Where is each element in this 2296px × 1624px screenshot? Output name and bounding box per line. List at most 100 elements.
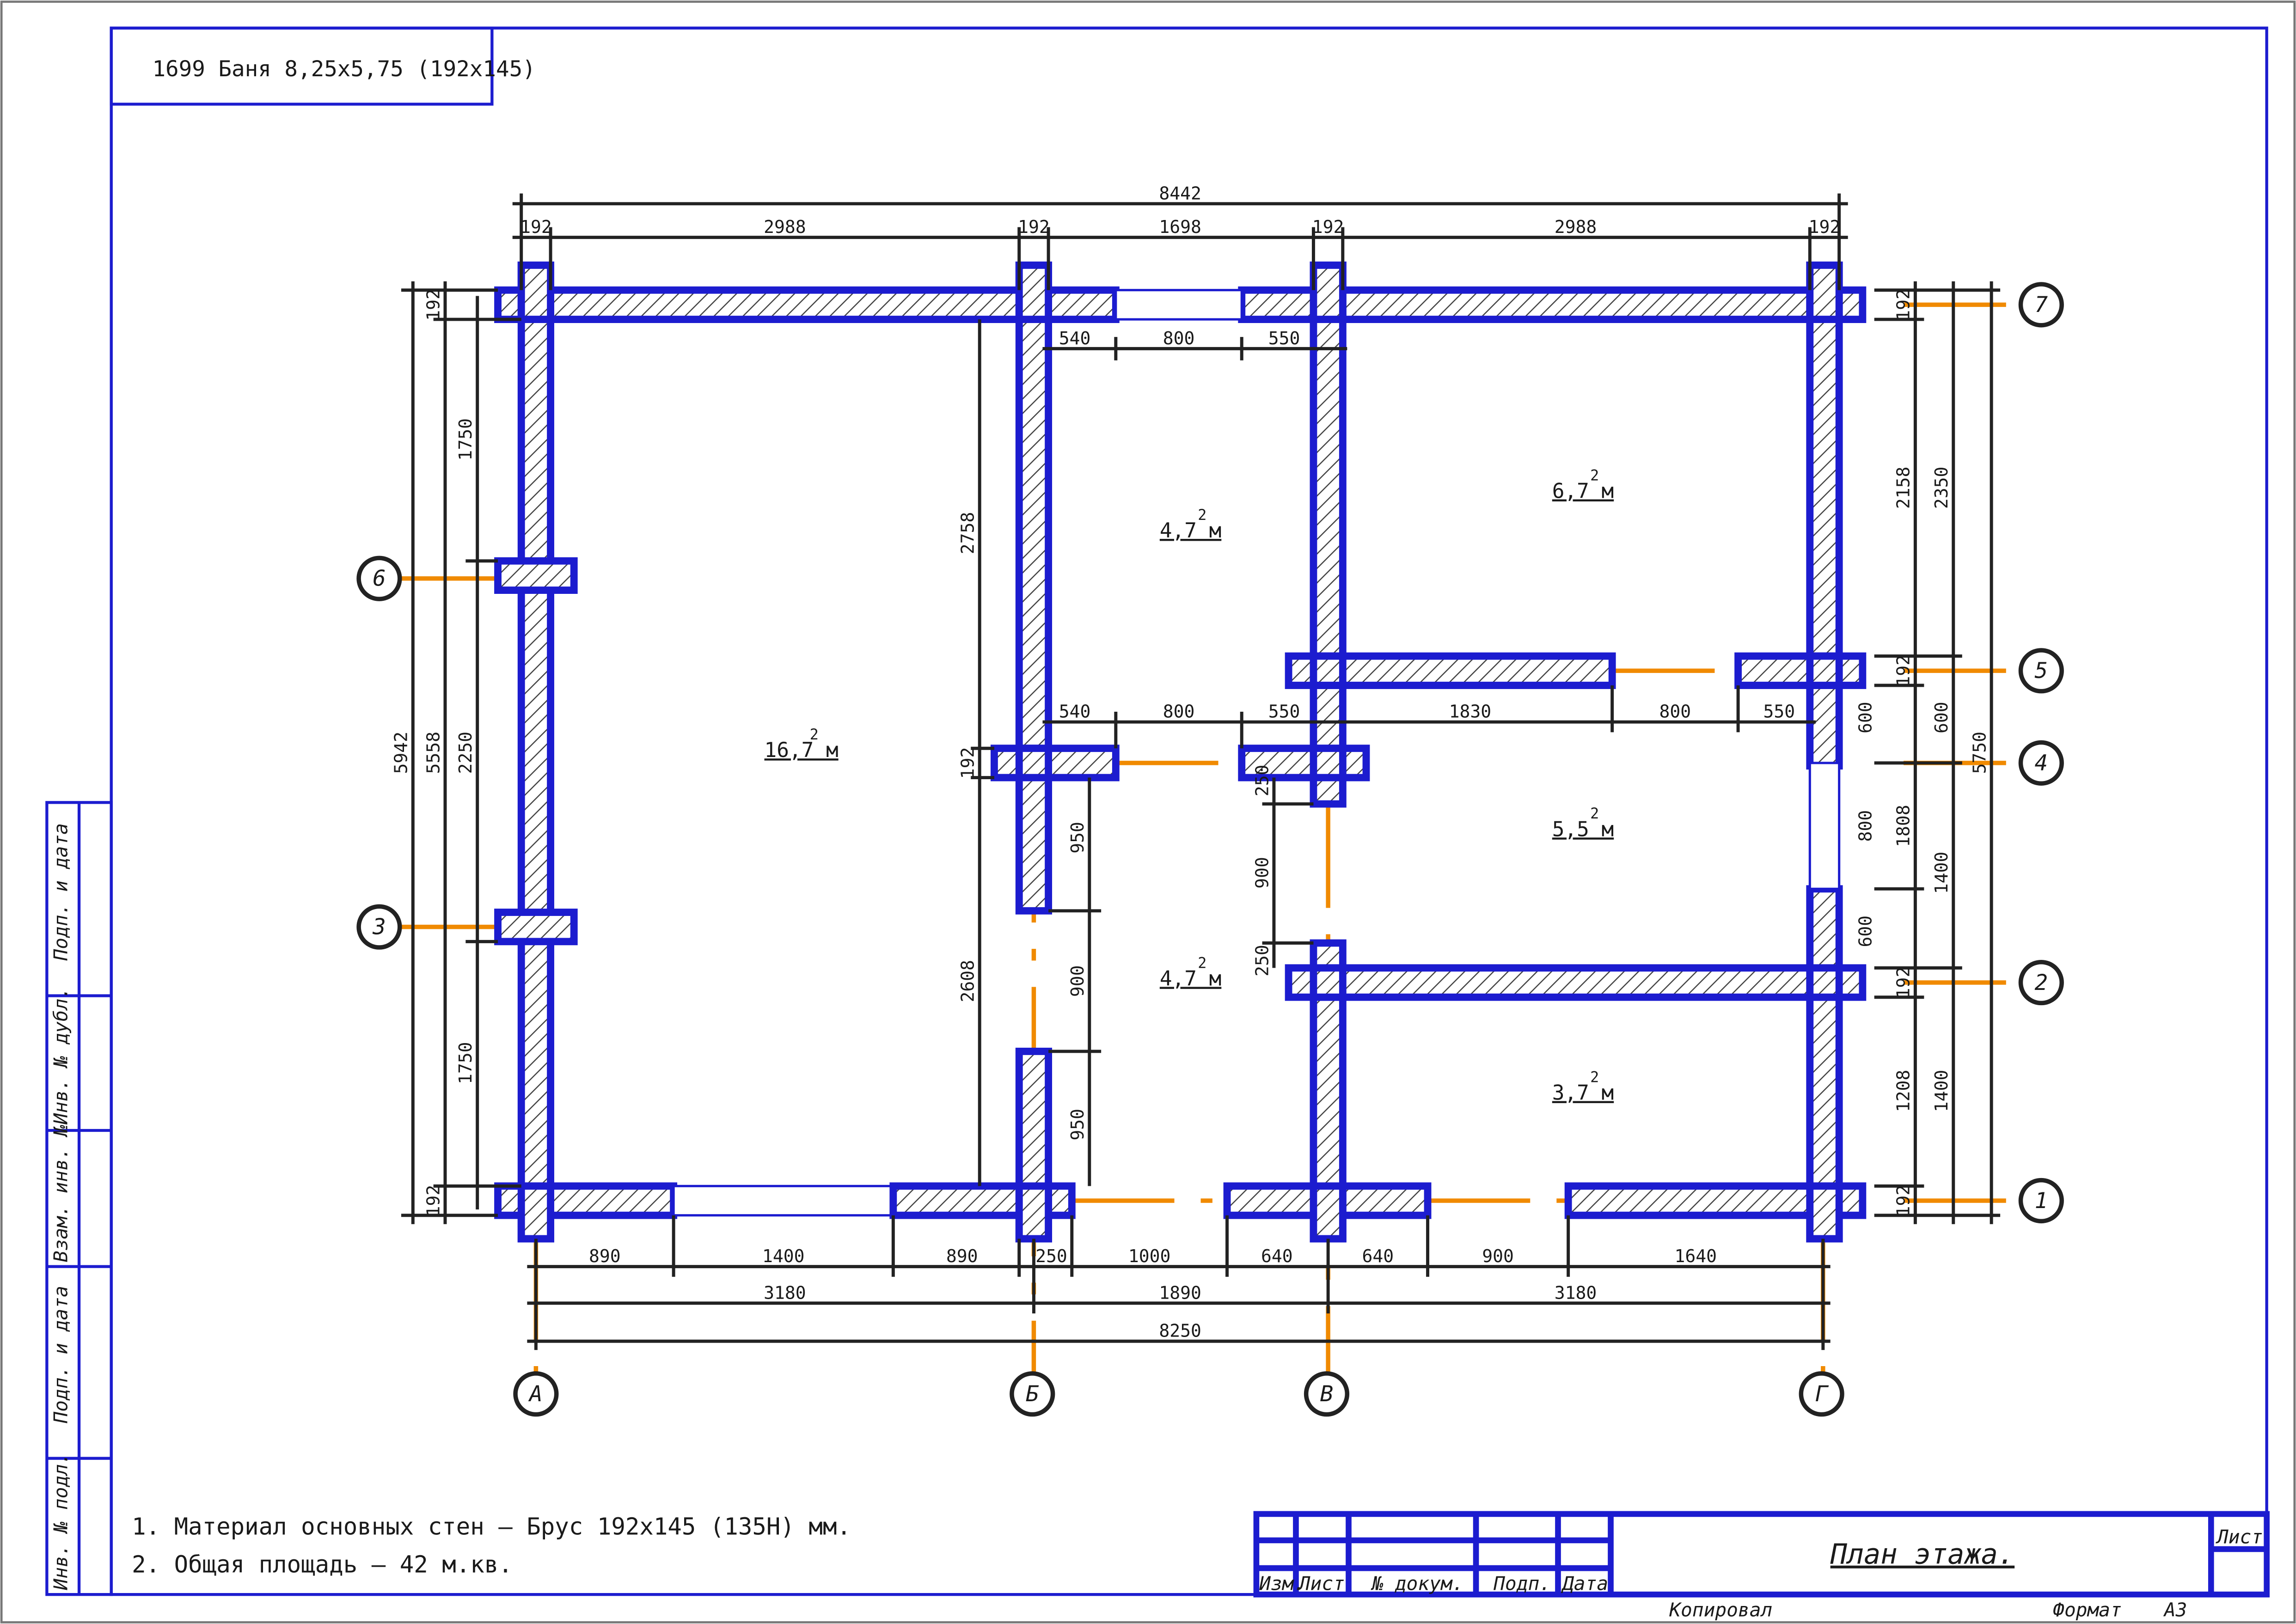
axis-marker: [2018, 959, 2064, 1006]
wall-left: [517, 261, 554, 1243]
dim-inner-top: 540: [1059, 328, 1091, 348]
room-area-3: 6,7 м: [1552, 480, 1614, 503]
dim-inner-v: 250: [1252, 945, 1272, 977]
tb-col-date: Дата: [1561, 1573, 1608, 1595]
dim-top: 1698: [1159, 217, 1201, 237]
dim-top: 192: [1809, 217, 1841, 237]
sheet-title: План этажа.: [1830, 1539, 2015, 1571]
room-labels: 16,7 м 2 4,7 м 2 6,7 м 2 5,5 м 2 4,7 м 2…: [765, 468, 1614, 1105]
drawing-title: 1699 Баня 8,25х5,75 (192х145): [152, 56, 535, 82]
dim-top: 192: [520, 217, 552, 237]
room-area-1: 16,7 м: [765, 739, 839, 762]
axis-markers: А Б В Г 1 2 3 4 5 6 7: [356, 282, 2064, 1417]
side-stamp-orig-inv: Инв. № подл.: [50, 1453, 72, 1590]
dim-mid: 800: [1659, 702, 1691, 722]
wall-inner-b-top: [1015, 261, 1053, 915]
axis-marker: [1304, 1371, 1350, 1417]
tb-format-value: А3: [2163, 1599, 2187, 1621]
dimension-values: 8442 192 2988 192 1698 192 2988 192 540 …: [520, 183, 1840, 1341]
tb-col-sign: Подп.: [1493, 1573, 1551, 1595]
dim-left-outer: 5942: [391, 732, 411, 774]
dim-inner-b: 950: [1067, 1109, 1088, 1141]
tb-col-sheet: Лист: [1298, 1573, 1345, 1595]
room-area-4: 5,5 м: [1552, 818, 1614, 841]
side-stamp-sign-date-2: Подп. и дата: [50, 1286, 72, 1423]
dim-left-mid: 5558: [423, 732, 443, 774]
dim-right1: 800: [1855, 810, 1875, 842]
dim-left-seg: 2250: [455, 732, 476, 774]
dim-top: 192: [1312, 217, 1344, 237]
dim-top: 192: [1018, 217, 1050, 237]
room-area-5: 4,7 м: [1160, 967, 1221, 990]
wall-partition-2: [1285, 964, 1867, 1001]
dim-right-outer: 5750: [1969, 732, 1990, 774]
dim-mid: 1830: [1449, 702, 1492, 722]
axis-marker: [2018, 648, 2064, 694]
dim-right3: 1808: [1893, 805, 1914, 847]
dim-inner-top: 800: [1163, 328, 1195, 348]
dim-left-seg: 1750: [455, 418, 476, 461]
dim-right1: 192: [1893, 967, 1914, 999]
dim-mid: 550: [1268, 702, 1300, 722]
dim-mid: 540: [1059, 702, 1091, 722]
tb-format-label: Формат: [2053, 1599, 2122, 1621]
tb-sheet-label: Лист: [2216, 1526, 2263, 1548]
dim-right1: 600: [1855, 702, 1875, 733]
side-stamp: Подп. и дата Инв. № дубл. Взам. инв. № П…: [50, 823, 72, 1591]
dim-bottom2: 3180: [764, 1282, 806, 1303]
room-area-2: 4,7 м: [1160, 519, 1221, 543]
dim-top: 2988: [764, 217, 806, 237]
axis-label: 7: [2035, 292, 2048, 317]
drawing-frame: [45, 26, 2268, 1596]
axis-label: 3: [372, 915, 386, 940]
axis-marker: [2018, 282, 2064, 328]
side-stamp-replace-inv: Взам. инв. №: [50, 1125, 72, 1262]
tb-col-change: Изм.: [1259, 1573, 1305, 1595]
dim-bottom1: 1000: [1128, 1246, 1171, 1266]
room-area-4-sup: 2: [1590, 806, 1599, 822]
dim-right2: 1400: [1931, 852, 1952, 894]
axis-marker: [1799, 1371, 1844, 1417]
dim-inner-b: 192: [958, 747, 978, 779]
dim-bottom2: 1890: [1159, 1282, 1201, 1303]
notes: 1. Материал основных стен – Брус 192х145…: [132, 1513, 851, 1578]
dim-right2: 2350: [1931, 467, 1952, 509]
axis-label: 6: [373, 566, 386, 592]
dim-mid: 800: [1163, 702, 1195, 722]
dim-inner-v: 250: [1252, 765, 1272, 797]
axis-label: В: [1320, 1381, 1334, 1407]
note-line: 1. Материал основных стен – Брус 192х145…: [132, 1513, 851, 1540]
dim-bottom1: 250: [1035, 1246, 1067, 1266]
dimension-lines: [401, 193, 2001, 1350]
dim-right1: 1208: [1893, 1070, 1914, 1112]
side-stamp-sign-date-1: Подп. и дата: [50, 823, 72, 961]
axis-label: Б: [1026, 1381, 1039, 1407]
dim-bottom1: 900: [1482, 1246, 1514, 1266]
dim-mid: 550: [1763, 702, 1795, 722]
dim-inner-v: 900: [1252, 857, 1272, 889]
dim-right1: 600: [1855, 916, 1875, 947]
dim-left-seg: 1750: [455, 1042, 476, 1085]
room-area-2-sup: 2: [1198, 507, 1206, 524]
dim-bottom1: 1640: [1674, 1246, 1717, 1266]
title-block-labels: Изм. Лист № докум. Подп. Дата Лист План …: [1259, 1526, 2263, 1621]
room-area-5-sup: 2: [1198, 955, 1206, 971]
axis-label: А: [528, 1381, 543, 1407]
dim-overall-top: 8442: [1159, 183, 1201, 203]
axis-label: 4: [2035, 751, 2048, 776]
wall-partition-5-right: [1734, 652, 1867, 689]
dim-right2: 600: [1931, 702, 1952, 733]
dimension-values-vertical: 5942 5558 192 192 1750 2250 1750 2758 26…: [391, 289, 1990, 1216]
window-bottom: [672, 1184, 894, 1217]
room-area-6: 3,7 м: [1552, 1081, 1614, 1105]
axis-marker: [356, 904, 402, 950]
dim-bottom1: 890: [946, 1246, 978, 1266]
axis-label: 2: [2035, 970, 2048, 995]
dim-top: 2988: [1555, 217, 1597, 237]
dim-inner-left: 2758: [958, 512, 978, 555]
title-block: [1253, 1511, 2270, 1598]
axis-label: 1: [2035, 1188, 2048, 1214]
axis-marker: [1010, 1371, 1055, 1417]
